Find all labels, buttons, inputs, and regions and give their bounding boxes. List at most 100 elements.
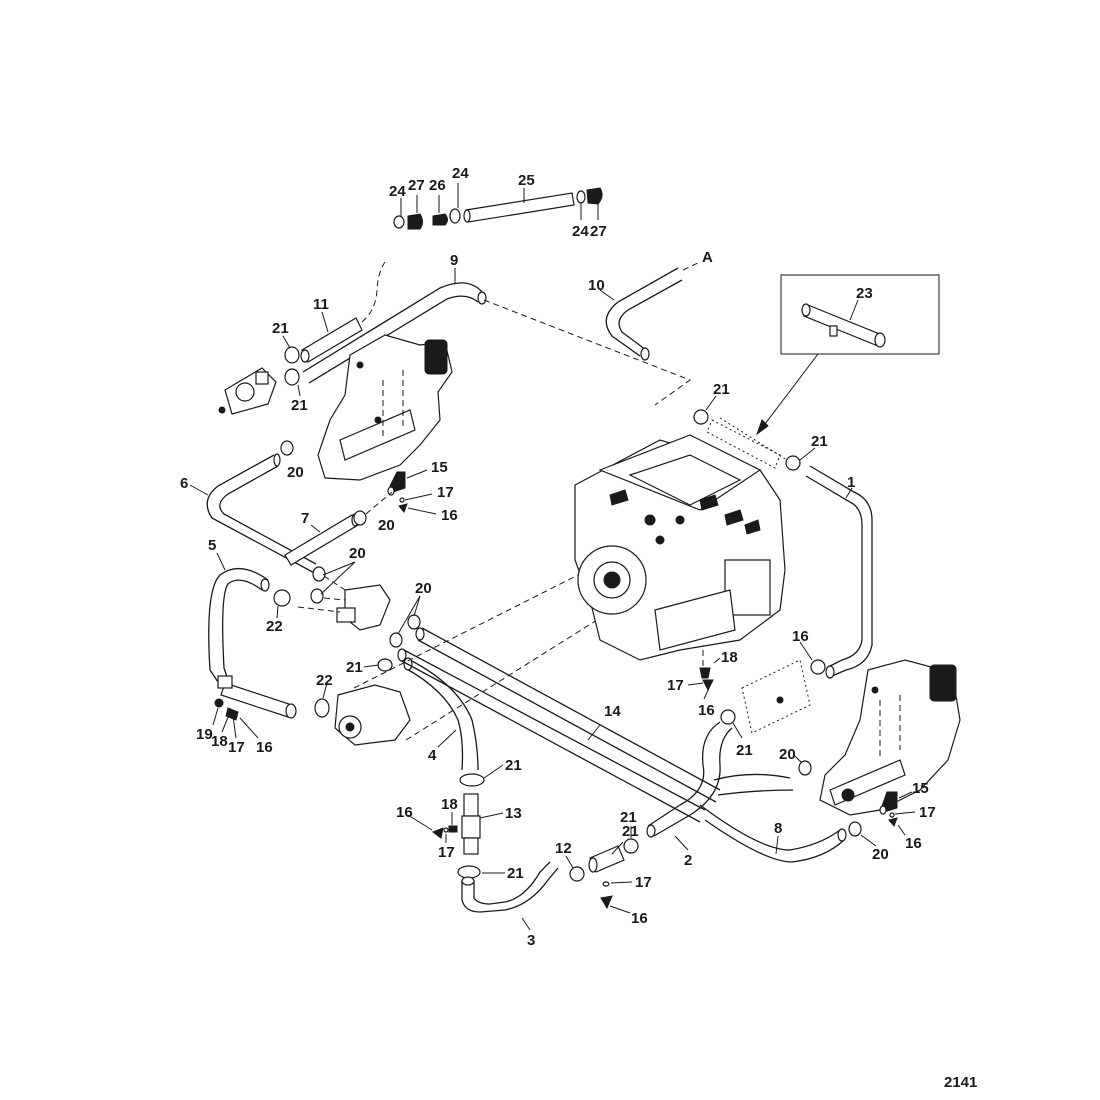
drain-fitting-group-upper: 15 17 16 — [387, 459, 458, 524]
callout-22: 22 — [266, 618, 283, 635]
callout-11: 11 — [313, 296, 329, 313]
hose-25-icon — [465, 192, 575, 223]
drain-fitting-group-right: 15 17 16 — [879, 780, 936, 852]
reference-A: A — [702, 249, 713, 266]
hose-5: 5 — [208, 537, 297, 719]
callout-16: 16 — [905, 835, 922, 852]
callout-16: 16 — [631, 910, 648, 927]
clamp-21-hose2: 21 — [720, 709, 753, 759]
callout-17: 17 — [667, 677, 684, 694]
hose-3: 3 — [461, 861, 559, 949]
fitting-12-icon: 21 — [588, 823, 639, 873]
clamp-21-upper-right: 21 — [785, 433, 828, 471]
callout-26: 26 — [429, 177, 446, 194]
clamp-21-top-13: 21 — [459, 757, 522, 787]
callout-10: 10 — [588, 277, 605, 294]
callout-21: 21 — [272, 320, 289, 337]
callout-15: 15 — [912, 780, 929, 797]
callout-20: 20 — [779, 746, 796, 763]
callout-17: 17 — [438, 844, 455, 861]
hose-1: 1 — [805, 465, 873, 679]
hose-25-assembly: 24 27 26 24 25 24 27 — [389, 165, 607, 240]
clamp-20-upper: 20 — [280, 440, 304, 481]
hose-8: 8 — [699, 804, 847, 863]
hose-2: 2 — [646, 721, 794, 869]
clamp-21-right-12: 21 — [620, 809, 639, 854]
callout-18: 18 — [211, 733, 228, 750]
hose-10: A 10 — [588, 249, 713, 361]
drain-fitting-group-left: 19 18 17 16 — [196, 698, 273, 756]
hose-7: 7 20 — [284, 491, 395, 566]
clamp-21-left-12: 12 — [555, 840, 585, 882]
callout-24: 24 — [572, 223, 589, 240]
callout-4: 4 — [428, 747, 437, 764]
callout-21: 21 — [507, 865, 524, 882]
callout-24: 24 — [389, 183, 406, 200]
drain-fitting-group-12: 17 16 — [600, 874, 652, 927]
callout-16: 16 — [396, 804, 413, 821]
plug-27-icon — [407, 213, 423, 230]
clamps-20-pair-left: 20 22 — [266, 545, 366, 635]
clamp-24-icon — [449, 208, 461, 224]
callout-16: 16 — [256, 739, 273, 756]
callout-16: 16 — [698, 702, 715, 719]
tube-23-installed-icon — [706, 419, 781, 469]
callout-25: 25 — [518, 172, 535, 189]
circulating-pump-icon: 22 — [314, 672, 411, 746]
hose-4: 4 — [403, 657, 479, 771]
callout-7: 7 — [301, 510, 309, 527]
clamp-24-icon — [576, 190, 586, 204]
callout-9: 9 — [450, 252, 458, 269]
callout-8: 8 — [774, 820, 782, 837]
exhaust-manifold-left-icon — [317, 334, 453, 481]
callout-20: 20 — [872, 846, 889, 863]
clamp-20-right-upper: 20 — [779, 746, 812, 776]
engine-block-icon — [574, 434, 786, 661]
callout-5: 5 — [208, 537, 216, 554]
callout-22: 22 — [316, 672, 333, 689]
hose-11: 11 — [300, 261, 386, 363]
callout-21: 21 — [811, 433, 828, 450]
callout-12: 21 — [622, 823, 639, 840]
fitting-13-icon: 13 — [461, 793, 522, 855]
callout-27: 27 — [590, 223, 607, 240]
hose-9: 9 — [302, 252, 487, 384]
clamp-24-icon — [393, 215, 405, 229]
callout-21: 12 — [555, 840, 572, 857]
drain-fitting-group-engine: 18 17 16 — [667, 649, 738, 719]
callout-18: 18 — [441, 796, 458, 813]
tube-23-icon — [801, 303, 886, 348]
clamps-21-upper-left: 21 21 — [272, 320, 308, 414]
exhaust-manifold-right-icon — [819, 659, 961, 816]
callout-27: 27 — [408, 177, 425, 194]
callout-20: 20 — [349, 545, 366, 562]
drain-fitting-group-13: 16 18 17 — [396, 796, 458, 861]
heat-exchanger-icon — [741, 659, 811, 734]
callout-23: 23 — [856, 285, 873, 302]
clamp-21-upper-center: 21 — [693, 381, 730, 425]
plug-26-icon — [432, 213, 448, 226]
callout-21: 21 — [620, 809, 637, 826]
callout-19: 19 — [196, 726, 213, 743]
plug-27-icon — [586, 187, 603, 205]
callout-21: 21 — [346, 659, 363, 676]
callout-2: 2 — [684, 852, 692, 869]
callout-21: 21 — [505, 757, 522, 774]
callout-1: 1 — [847, 474, 855, 491]
callout-21: 21 — [291, 397, 308, 414]
thermostat-housing-icon — [297, 575, 391, 631]
callout-20: 20 — [378, 517, 395, 534]
callout-21: 16 — [792, 628, 809, 645]
clamp-21-right-lower: 16 — [792, 628, 826, 675]
callout-3: 3 — [527, 932, 535, 949]
callout-20: 20 — [415, 580, 432, 597]
clamps-20-pair-center: 20 21 — [346, 580, 432, 676]
callout-14: 14 — [604, 703, 621, 720]
seawater-pump-icon — [218, 367, 277, 415]
callout-15: 15 — [431, 459, 448, 476]
inset-box: 23 — [755, 274, 940, 436]
callout-24: 24 — [452, 165, 469, 182]
callout-16: 16 — [441, 507, 458, 524]
callout-13: 13 — [505, 805, 522, 822]
clamp-20-right-lower: 20 — [848, 821, 889, 863]
